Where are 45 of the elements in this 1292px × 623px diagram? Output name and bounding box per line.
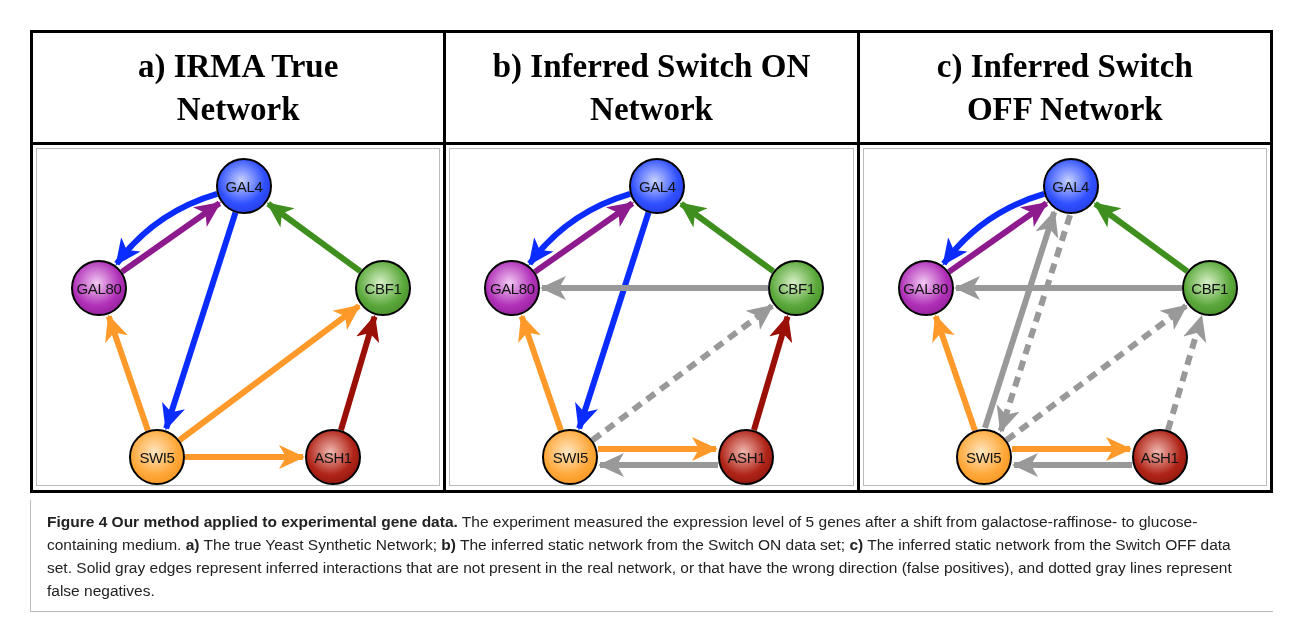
panel-title: b) Inferred Switch ON Network <box>491 46 812 129</box>
gene-label: ASH1 <box>1140 449 1179 465</box>
gene-label: GAL80 <box>903 280 949 296</box>
gene-label: ASH1 <box>727 449 766 465</box>
network-panel <box>36 148 441 486</box>
arrow <box>946 200 1048 275</box>
gene-label: CBF1 <box>364 280 402 296</box>
arrow <box>590 303 775 443</box>
arrow <box>679 201 776 274</box>
gene-label: GAL4 <box>638 178 676 194</box>
panel-title: c) Inferred Switch OFF Network <box>935 46 1194 129</box>
arrow <box>1011 437 1132 461</box>
arrow <box>177 303 361 443</box>
arrow <box>931 314 978 432</box>
arrow <box>1004 303 1188 443</box>
arrow <box>598 437 719 461</box>
gene-label: GAL80 <box>489 280 535 296</box>
gene-label: GAL4 <box>1052 178 1090 194</box>
network-panel <box>862 148 1267 486</box>
arrow <box>338 314 380 431</box>
arrow <box>533 200 635 275</box>
panel-title: a) IRMA True Network <box>136 46 340 129</box>
arrow <box>981 210 1058 429</box>
arrow <box>266 201 363 274</box>
arrow <box>1011 453 1132 477</box>
gene-label: GAL4 <box>225 178 263 194</box>
figure-caption: Figure 4 Our method applied to experimental gene data. The experiment measured the expression level of 5 genes after a shift from galactose-raffinose- to glucose-containing medium. a) The true Yeast Synthetic Network; b) The inferred static network from the Switch ON data set; c) The inferred static network from the Switch OFF data set. Solid gray edges represent inferred interactions that are not present in the real network, or that have the wrong direction (false positives), and dotted gray lines represent false negatives. <box>47 512 1233 601</box>
gene-label: SWI5 <box>552 449 588 465</box>
gene-label: GAL80 <box>76 280 122 296</box>
gene-label: SWI5 <box>966 449 1002 465</box>
network-panel <box>449 148 854 486</box>
gene-label: SWI5 <box>139 449 175 465</box>
gene-label: ASH1 <box>314 449 352 465</box>
arrow <box>953 276 1182 300</box>
arrow <box>120 200 222 275</box>
arrow <box>518 314 565 432</box>
gene-label: CBF1 <box>1191 280 1229 296</box>
arrow <box>105 314 151 432</box>
arrow <box>1093 201 1189 274</box>
arrow <box>1164 314 1206 431</box>
arrow <box>185 445 305 469</box>
arrow <box>751 314 793 431</box>
arrow <box>598 453 719 477</box>
gene-label: CBF1 <box>777 280 815 296</box>
arrow <box>540 276 769 300</box>
